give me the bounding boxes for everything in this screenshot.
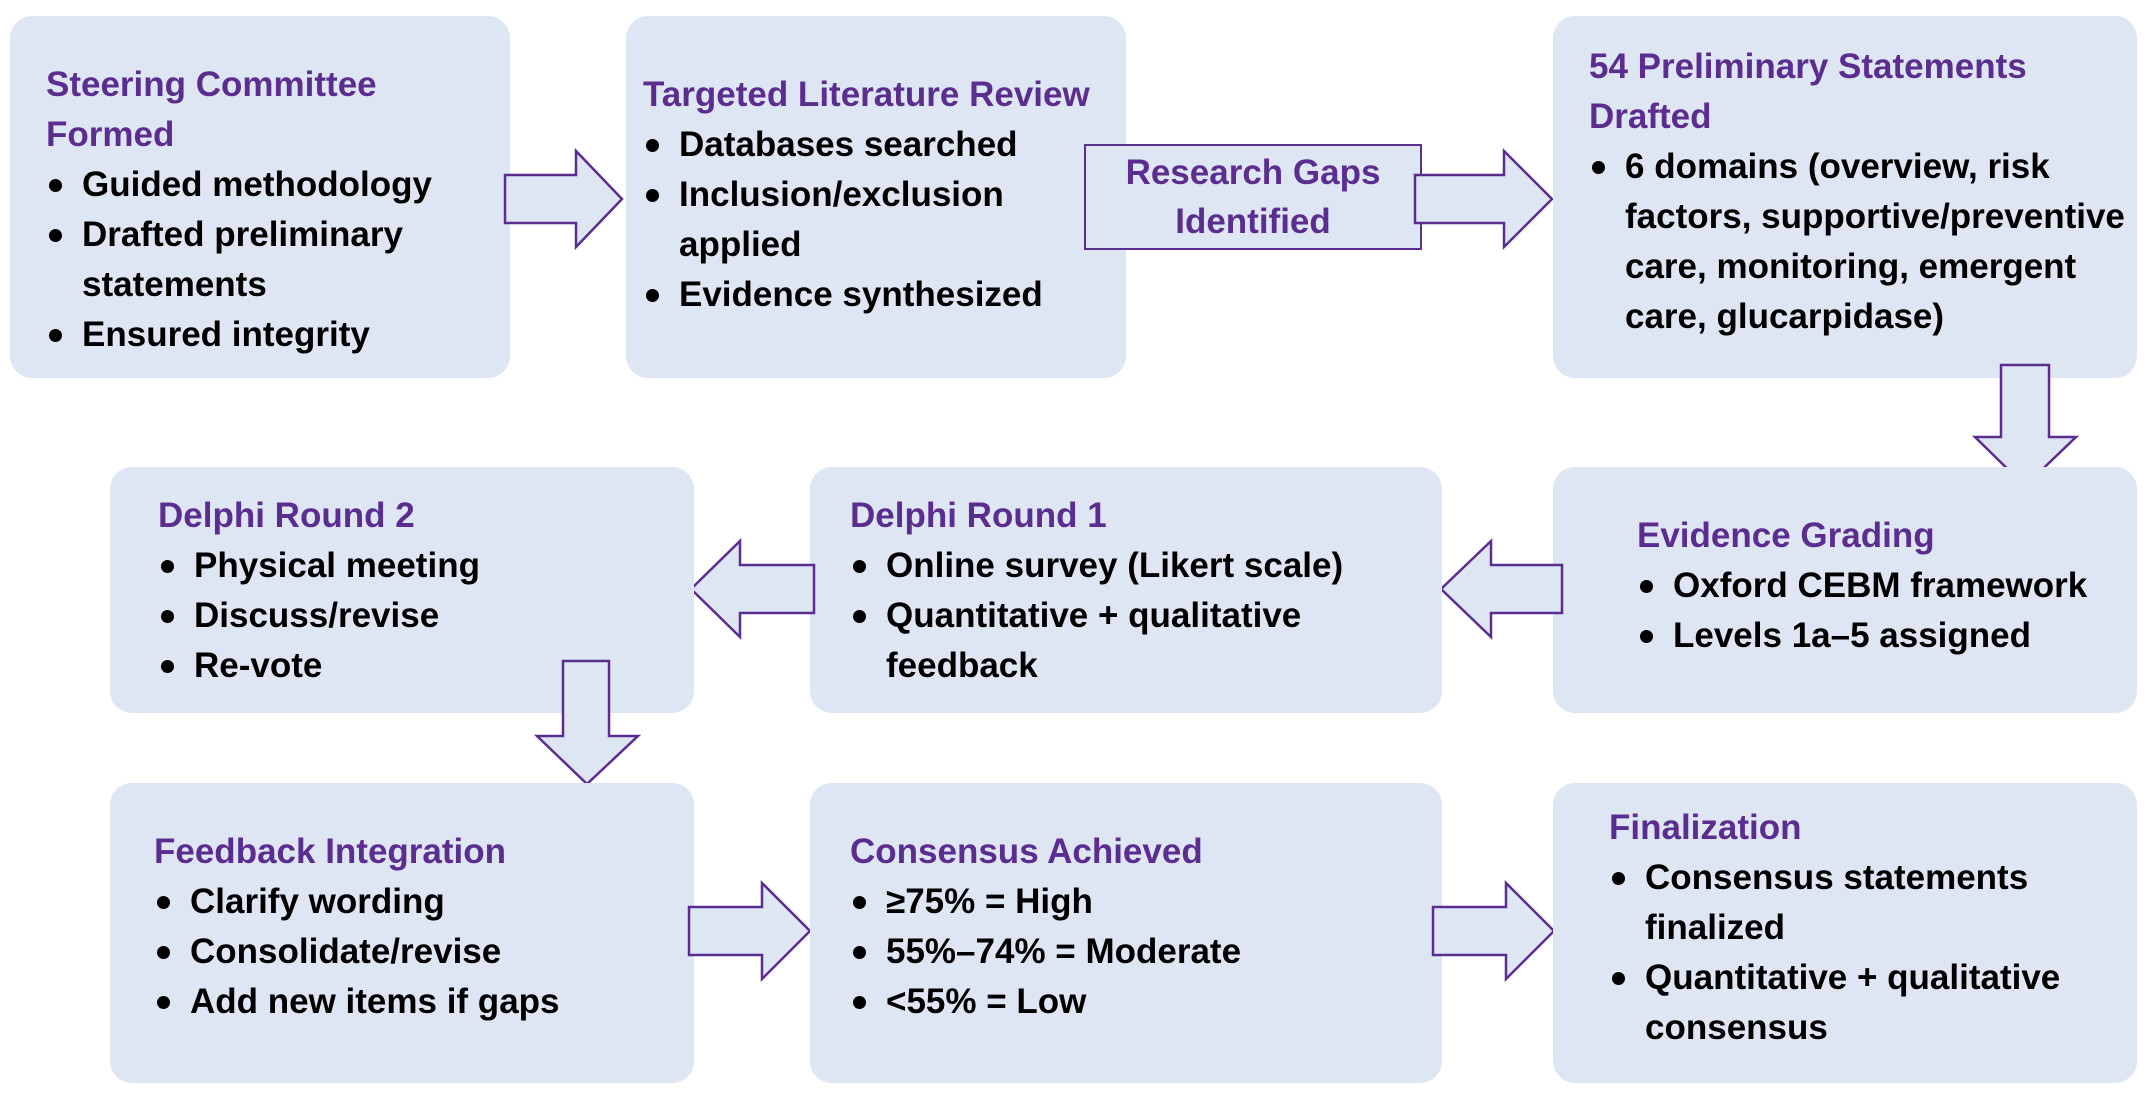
list-item: Ensured integrity	[46, 310, 486, 360]
arrow-left-1	[1439, 538, 1564, 640]
steering-committee-list: Guided methodology Drafted preliminary s…	[46, 160, 486, 360]
delphi-round-2-box: Delphi Round 2 Physical meeting Discuss/…	[110, 467, 694, 713]
evidence-grading-list: Oxford CEBM framework Levels 1a–5 assign…	[1637, 561, 2117, 661]
delphi-round-1-list: Online survey (Likert scale) Quantitativ…	[850, 541, 1430, 691]
consensus-achieved-box: Consensus Achieved ≥75% = High 55%–74% =…	[810, 783, 1442, 1083]
list-item: Quantitative + qualitative consensus	[1609, 953, 2125, 1053]
delphi-round-2-list: Physical meeting Discuss/revise Re-vote	[158, 541, 678, 691]
list-item: Physical meeting	[158, 541, 678, 591]
arrow-left-2	[689, 538, 816, 640]
consensus-achieved-title: Consensus Achieved	[850, 832, 1203, 871]
arrow-right-2	[1413, 147, 1554, 251]
list-item: Re-vote	[158, 641, 678, 691]
list-item: Consensus statements finalized	[1609, 853, 2085, 953]
list-item: Drafted preliminary statements	[46, 210, 442, 310]
evidence-grading-title: Evidence Grading	[1637, 516, 1935, 555]
arrow-down-2	[533, 659, 642, 786]
list-item: Quantitative + qualitative feedback	[850, 591, 1366, 691]
consensus-achieved-list: ≥75% = High 55%–74% = Moderate <55% = Lo…	[850, 877, 1430, 1027]
research-gaps-label: Research Gaps Identified	[1125, 153, 1381, 241]
list-item: Consolidate/revise	[154, 927, 674, 977]
list-item: <55% = Low	[850, 977, 1430, 1027]
list-item: Evidence synthesized	[643, 270, 1113, 320]
steering-committee-title: Steering Committee Formed	[46, 65, 377, 154]
list-item: Online survey (Likert scale)	[850, 541, 1430, 591]
arrow-right-1	[503, 147, 624, 251]
delphi-round-2-title: Delphi Round 2	[158, 496, 415, 535]
finalization-title: Finalization	[1609, 808, 1802, 847]
delphi-round-1-title: Delphi Round 1	[850, 496, 1107, 535]
list-item: 55%–74% = Moderate	[850, 927, 1430, 977]
preliminary-statements-list: 6 domains (overview, risk factors, suppo…	[1589, 142, 2129, 342]
preliminary-statements-box: 54 Preliminary Statements Drafted 6 doma…	[1553, 16, 2137, 378]
arrow-right-4	[1431, 879, 1556, 983]
finalization-box: Finalization Consensus statements finali…	[1553, 783, 2137, 1083]
list-item: Guided methodology	[46, 160, 486, 210]
research-gaps-box: Research Gaps Identified	[1084, 144, 1422, 250]
list-item: Databases searched	[643, 120, 1113, 170]
list-item: Inclusion/exclusion applied	[643, 170, 1019, 270]
list-item: ≥75% = High	[850, 877, 1430, 927]
list-item: Levels 1a–5 assigned	[1637, 611, 2117, 661]
delphi-round-1-box: Delphi Round 1 Online survey (Likert sca…	[810, 467, 1442, 713]
preliminary-statements-title: 54 Preliminary Statements Drafted	[1589, 47, 2027, 136]
literature-review-title: Targeted Literature Review	[643, 75, 1090, 114]
arrow-down-1	[1971, 363, 2080, 488]
literature-review-list: Databases searched Inclusion/exclusion a…	[643, 120, 1113, 320]
literature-review-box: Targeted Literature Review Databases sea…	[626, 16, 1126, 378]
list-item: Discuss/revise	[158, 591, 678, 641]
feedback-integration-list: Clarify wording Consolidate/revise Add n…	[154, 877, 674, 1027]
feedback-integration-box: Feedback Integration Clarify wording Con…	[110, 783, 694, 1083]
finalization-list: Consensus statements finalized Quantitat…	[1609, 853, 2129, 1053]
feedback-integration-title: Feedback Integration	[154, 832, 507, 871]
list-item: Clarify wording	[154, 877, 674, 927]
list-item: 6 domains (overview, risk factors, suppo…	[1589, 142, 2129, 342]
arrow-right-3	[687, 879, 812, 983]
list-item: Oxford CEBM framework	[1637, 561, 2117, 611]
evidence-grading-box: Evidence Grading Oxford CEBM framework L…	[1553, 467, 2137, 713]
list-item: Add new items if gaps	[154, 977, 674, 1027]
steering-committee-box: Steering Committee Formed Guided methodo…	[10, 16, 510, 378]
